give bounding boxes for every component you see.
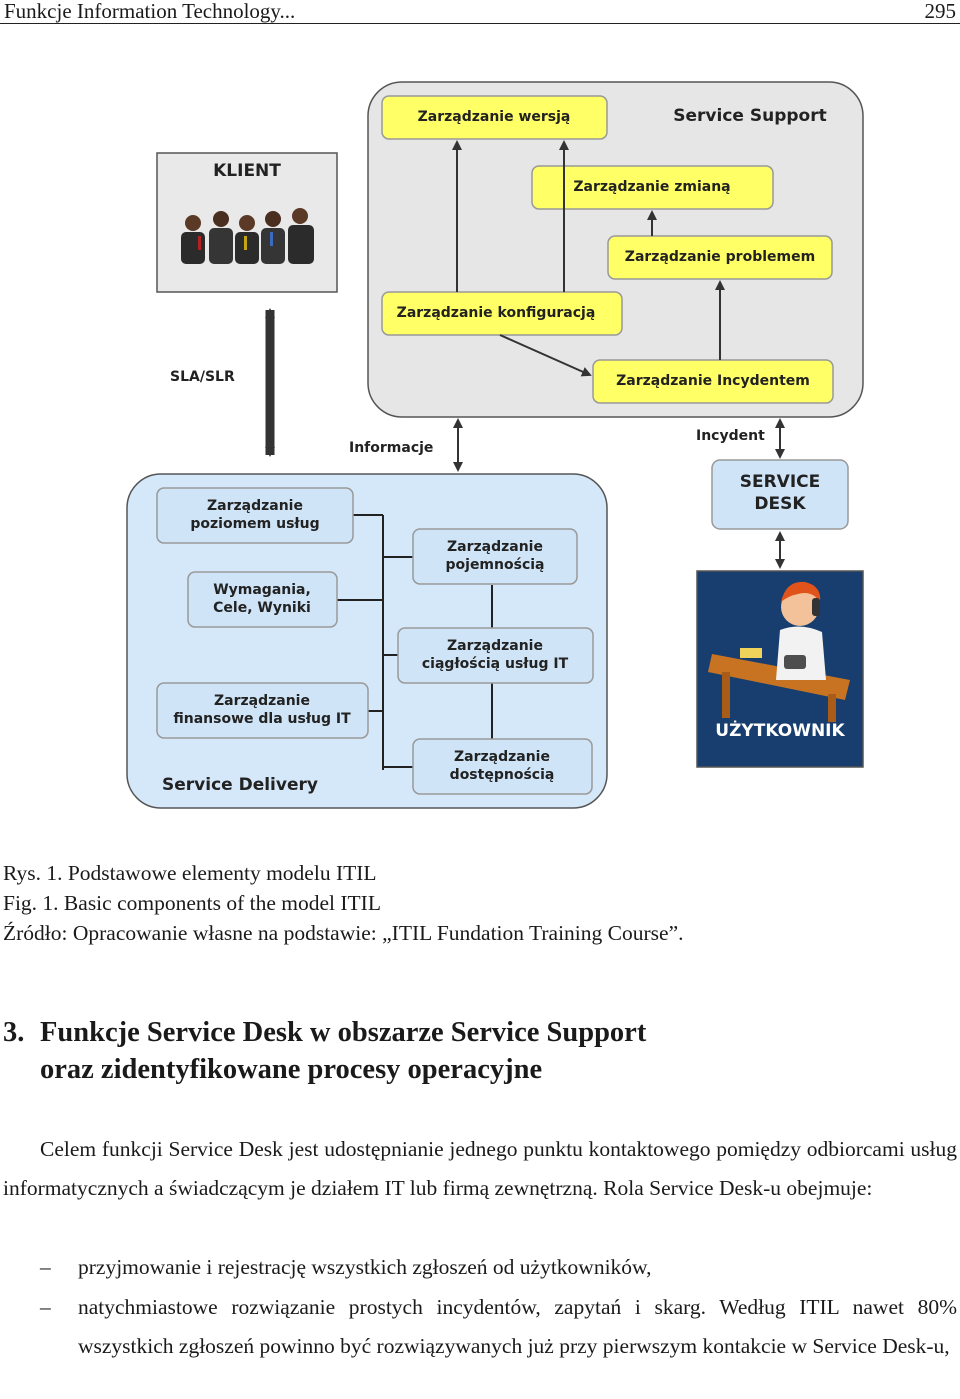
sla-label: SLA/SLR (170, 369, 235, 385)
uzytkownik-panel: UŻYTKOWNIK (696, 570, 864, 768)
service-support-title: Service Support (673, 106, 826, 126)
klient-label: KLIENT (213, 161, 281, 181)
section-title-line1: Funkcje Service Desk w obszarze Service … (40, 1017, 647, 1048)
klient-panel: KLIENT (156, 152, 338, 293)
list-item-text: przyjmowanie i rejestrację wszystkich zg… (78, 1255, 652, 1279)
service-delivery-title: Service Delivery (162, 775, 318, 795)
box-label-line1: Zarządzanie (454, 749, 550, 765)
page-header: Funkcje Information Technology... 295 (0, 0, 960, 24)
user-on-phone-icon (708, 581, 850, 722)
box-zarzadzanie-incydentem: Zarządzanie Incydentem (592, 359, 834, 404)
box-label-line1: Zarządzanie (447, 638, 543, 654)
box-label-line2: finansowe dla usług IT (173, 711, 351, 727)
box-label-line2: pojemnością (446, 557, 545, 573)
business-people-icon (181, 208, 314, 264)
service-desk-line2: DESK (754, 494, 806, 514)
informacje-label: Informacje (349, 440, 433, 456)
box-label-line1: Zarządzanie (207, 498, 303, 514)
incydent-label: Incydent (696, 428, 765, 444)
box-label: Zarządzanie zmianą (573, 179, 730, 195)
box-label: Zarządzanie konfiguracją (397, 305, 596, 321)
box-zarzadzanie-dostepnoscia: Zarządzanie dostępnością (412, 738, 593, 795)
box-zarzadzanie-poziomem-uslug: Zarządzanie poziomem usług (156, 487, 354, 544)
box-zarzadzanie-pojemnoscia: Zarządzanie pojemnością (412, 528, 578, 585)
box-zarzadzanie-zmiana: Zarządzanie zmianą (531, 165, 774, 210)
box-zarzadzanie-finansowe: Zarządzanie finansowe dla usług IT (156, 682, 369, 739)
box-label: Zarządzanie wersją (418, 109, 571, 125)
figure-caption-en: Fig. 1. Basic components of the model IT… (3, 891, 381, 915)
running-title: Funkcje Information Technology... (4, 0, 296, 23)
box-zarzadzanie-ciagloscia: Zarządzanie ciągłością usług IT (397, 627, 594, 684)
delivery-connectors (337, 514, 493, 770)
bullet-dash: – (40, 1295, 51, 1319)
box-zarzadzanie-konfiguracja: Zarządzanie konfiguracją (381, 291, 623, 336)
box-label-line2: ciągłością usług IT (422, 656, 569, 672)
box-label-line1: Wymagania, (213, 582, 311, 598)
itil-diagram: Service Support Zarządzanie wersją Zarzą… (126, 81, 864, 809)
section-heading: 3. Funkcje Service Desk w obszarze Servic… (3, 1014, 646, 1088)
box-label: Zarządzanie problemem (625, 249, 815, 265)
header-rule (0, 23, 960, 24)
box-label-line1: Zarządzanie (214, 693, 310, 709)
body-paragraph: Celem funkcji Service Desk jest udostępn… (3, 1137, 957, 1200)
box-label-line2: Cele, Wyniki (213, 600, 311, 616)
section-number: 3. (3, 1017, 25, 1048)
section-title-line2: oraz zidentyfikowane procesy operacyjne (40, 1054, 543, 1085)
service-desk-box: SERVICE DESK (711, 459, 849, 530)
list-item-text: natychmiastowe rozwiązanie prostych incy… (78, 1295, 957, 1358)
page-number: 295 (924, 0, 957, 23)
box-label: Zarządzanie Incydentem (616, 373, 810, 389)
figure-source: Źródło: Opracowanie własne na podstawie:… (3, 921, 684, 945)
box-zarzadzanie-problemem: Zarządzanie problemem (607, 235, 833, 280)
support-arrows (452, 140, 725, 377)
uzytkownik-label: UŻYTKOWNIK (715, 719, 845, 741)
figure-caption-pl: Rys. 1. Podstawowe elementy modelu ITIL (3, 861, 377, 885)
box-label-line1: Zarządzanie (447, 539, 543, 555)
box-label-line2: dostępnością (450, 767, 555, 783)
box-wymagania-cele-wyniki: Wymagania, Cele, Wyniki (187, 571, 338, 628)
box-zarzadzanie-wersja: Zarządzanie wersją (381, 95, 608, 140)
bullet-dash: – (40, 1255, 51, 1279)
box-label-line2: poziomem usług (190, 516, 319, 532)
service-desk-line1: SERVICE (740, 472, 821, 492)
